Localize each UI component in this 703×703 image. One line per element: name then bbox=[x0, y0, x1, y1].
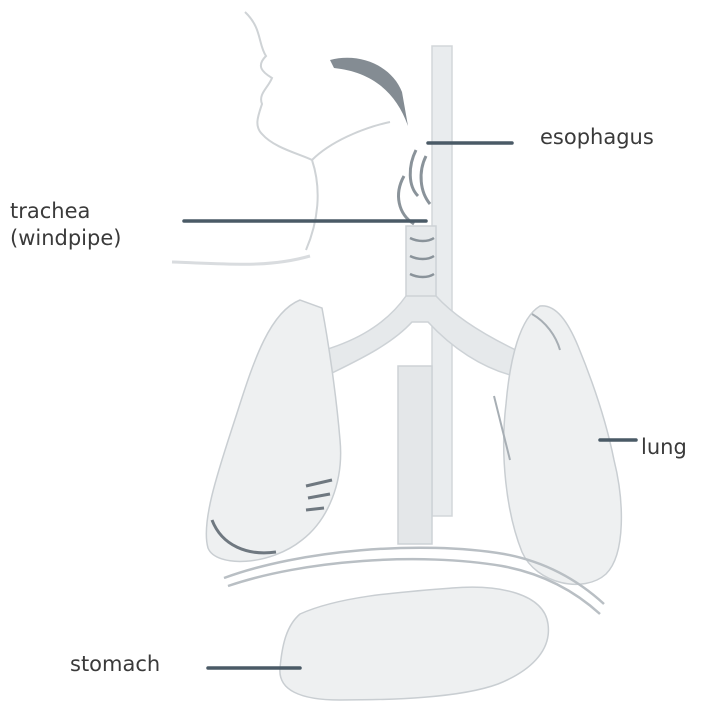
larynx bbox=[399, 150, 430, 224]
stomach-label: stomach bbox=[70, 651, 160, 678]
left-lung bbox=[206, 300, 340, 561]
nasal-cavity bbox=[330, 58, 408, 126]
trachea-label-line1: trachea bbox=[10, 198, 121, 225]
neck-outline bbox=[172, 256, 310, 264]
trachea-label: trachea (windpipe) bbox=[10, 198, 121, 252]
head-outline bbox=[245, 12, 390, 250]
esophagus-label: esophagus bbox=[540, 124, 654, 151]
trachea-tube bbox=[406, 226, 436, 298]
right-lung bbox=[504, 306, 622, 584]
trachea-label-line2: (windpipe) bbox=[10, 225, 121, 252]
stomach-organ bbox=[280, 587, 549, 700]
bronchi bbox=[318, 296, 520, 376]
lung-label: lung bbox=[641, 434, 687, 461]
lower-esophagus bbox=[398, 366, 432, 544]
